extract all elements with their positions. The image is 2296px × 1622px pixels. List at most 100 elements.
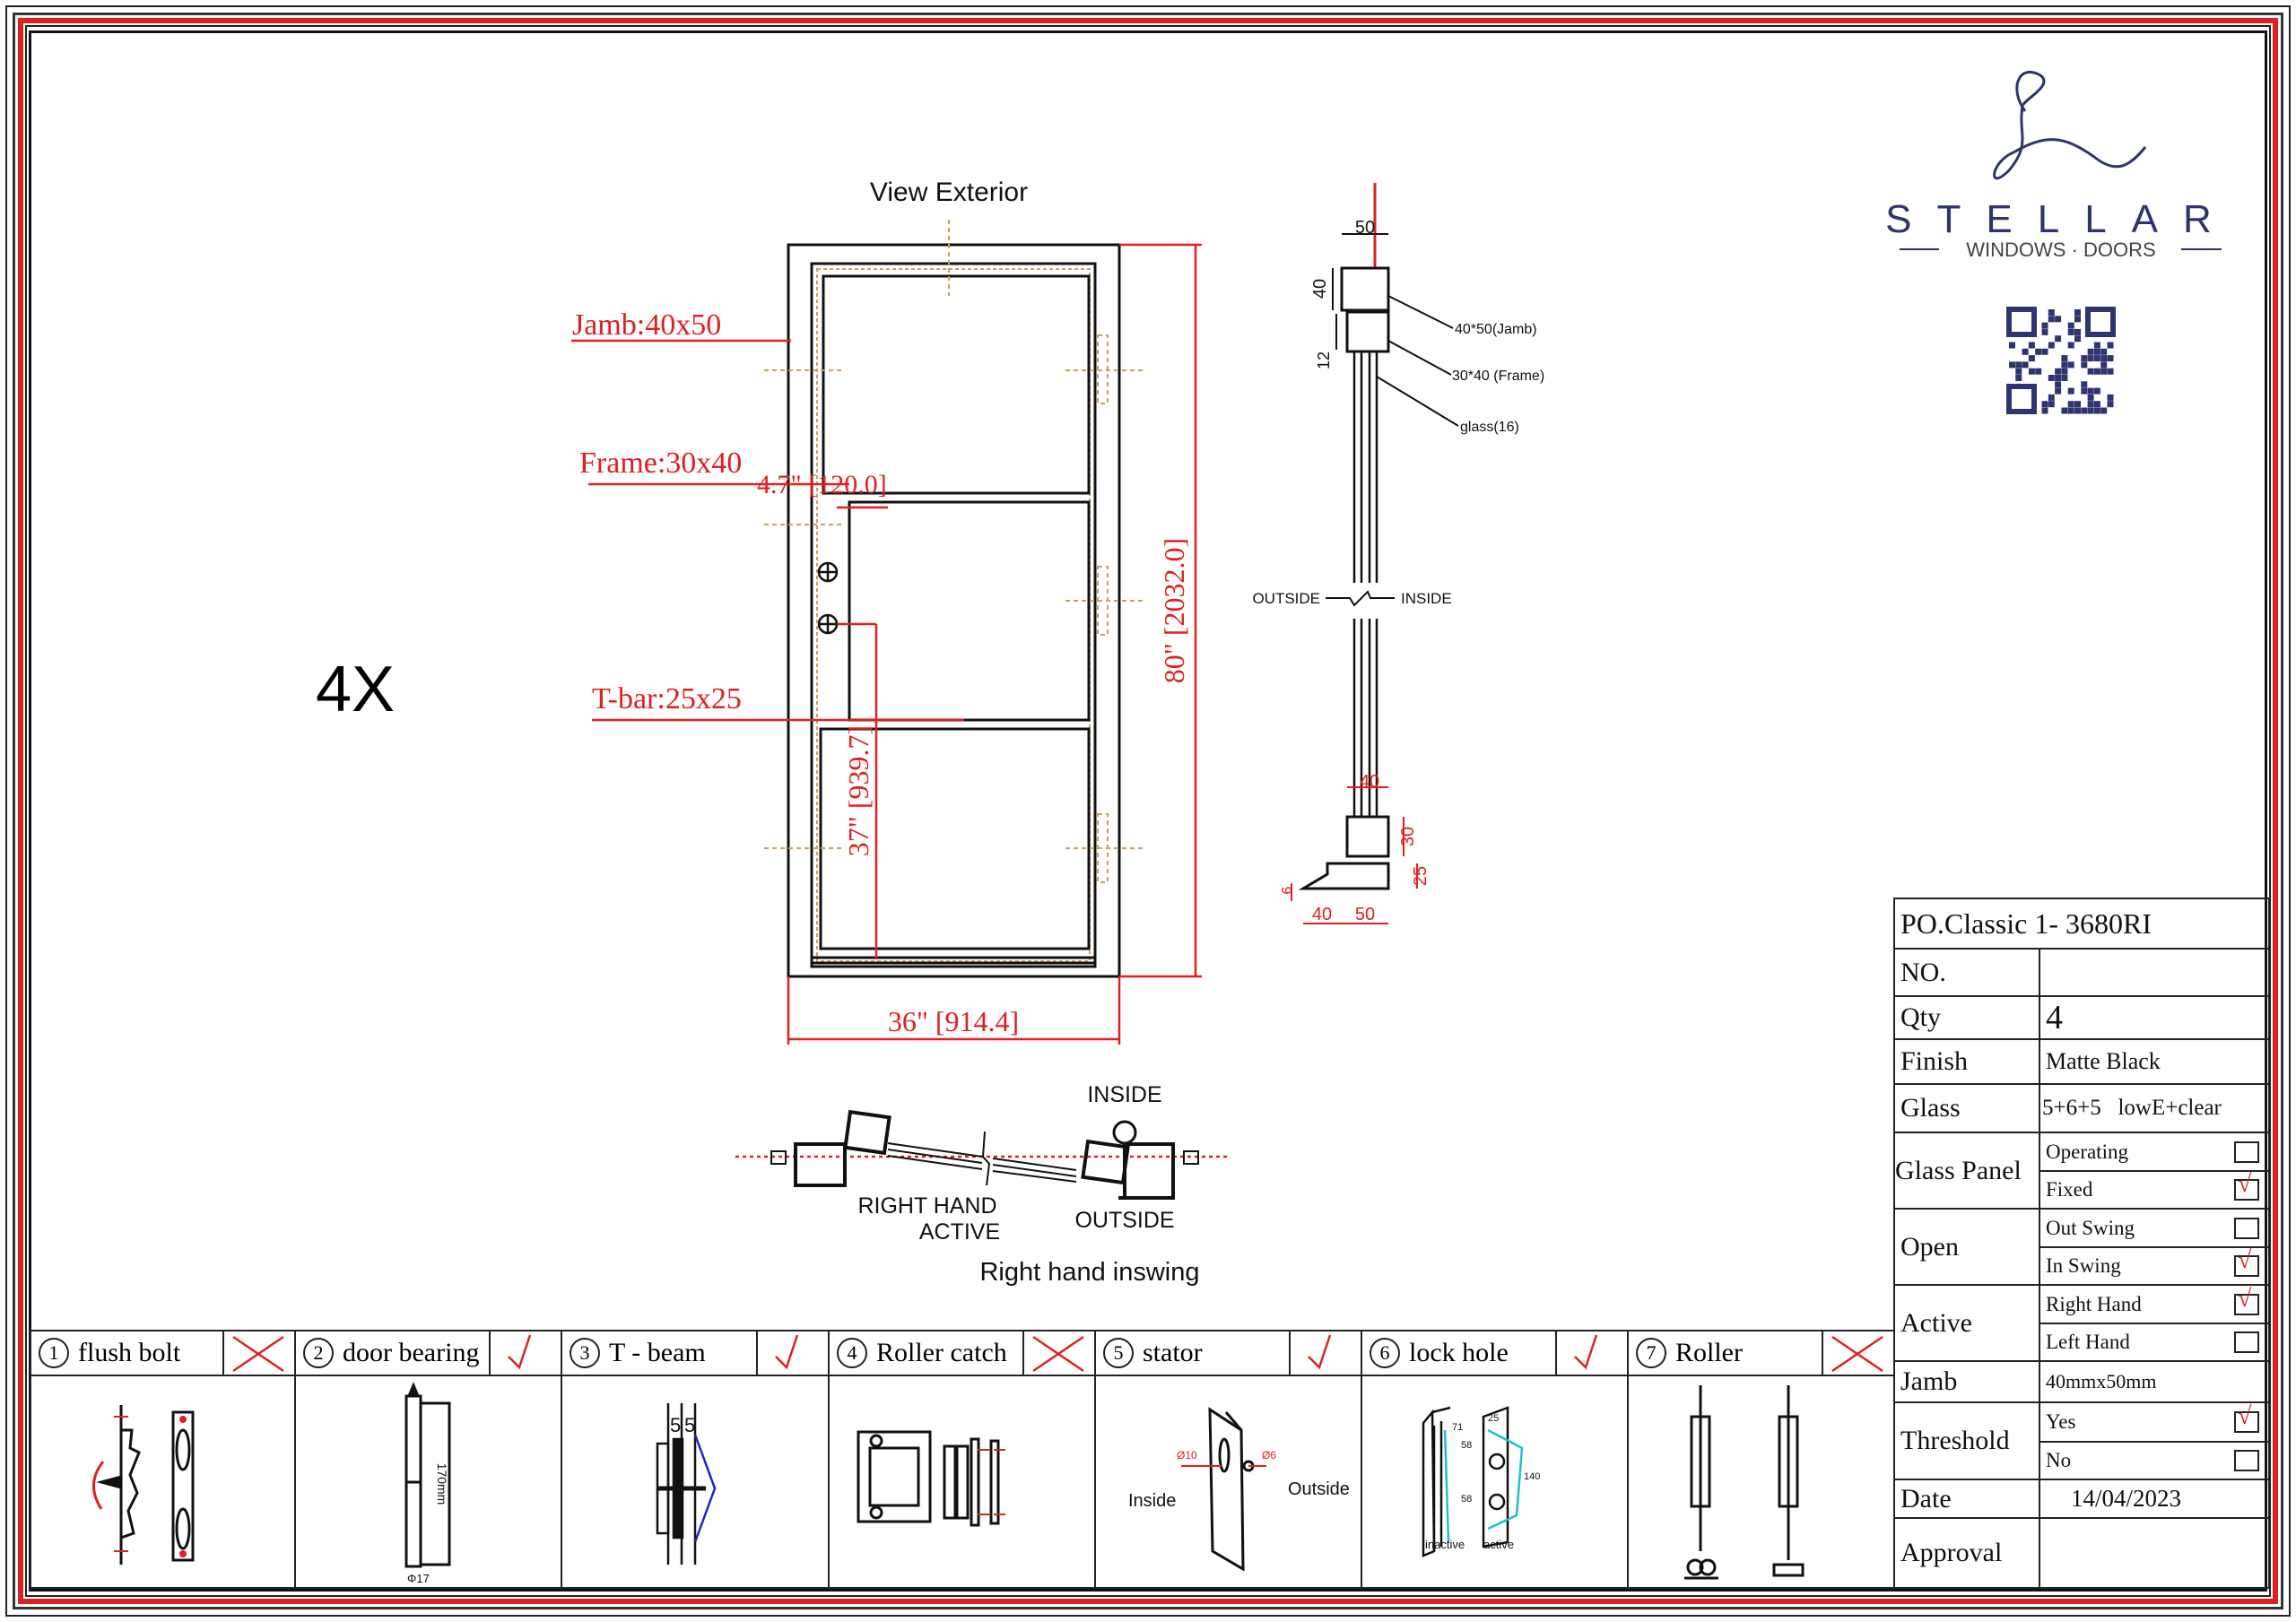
bearing-diameter: Φ17 <box>407 1572 430 1585</box>
checkbox[interactable] <box>2234 1402 2259 1433</box>
threshold-width-b: 50 <box>1355 905 1375 924</box>
qr-module <box>2074 309 2081 316</box>
checkbox[interactable] <box>2234 1217 2259 1239</box>
spec-date-value: 14/04/2023 <box>2039 1479 2270 1519</box>
section-jamb-height: 40 <box>1310 279 1330 299</box>
qr-module <box>2048 309 2055 316</box>
tbar-label: T-bar:25x25 <box>592 682 742 716</box>
sheet-border <box>13 13 2283 1609</box>
check-mark-icon[interactable] <box>756 1331 828 1375</box>
qr-module <box>2081 355 2088 362</box>
tbeam-dim-b: 5 <box>684 1414 695 1436</box>
qr-module <box>2067 361 2074 369</box>
door-elevation: View Exterior <box>764 178 1146 978</box>
option-right-hand[interactable]: Right Hand <box>2039 1284 2270 1324</box>
qr-module <box>2081 381 2088 388</box>
qr-module <box>2074 407 2081 414</box>
option-out-swing[interactable]: Out Swing <box>2039 1208 2270 1248</box>
roller-catch-illustration <box>828 1376 1096 1589</box>
qr-module <box>2041 348 2048 355</box>
checkbox[interactable] <box>2234 1331 2259 1353</box>
cross-mark-icon[interactable] <box>1822 1331 1893 1375</box>
qr-module <box>2055 335 2062 343</box>
checkbox[interactable] <box>2234 1285 2259 1315</box>
qr-module <box>2074 316 2081 323</box>
jamb-outline <box>787 243 1121 978</box>
bearing-length: 170mm <box>435 1463 449 1505</box>
item-number: 5 <box>1103 1338 1134 1368</box>
section-glass-offset: 12 <box>1315 351 1333 369</box>
item-label: T - beam <box>609 1338 706 1367</box>
item-label: Roller <box>1675 1338 1743 1367</box>
option-threshold-no[interactable]: No <box>2039 1441 2270 1480</box>
option-threshold-yes[interactable]: Yes <box>2039 1401 2270 1443</box>
qr-module <box>2061 355 2068 362</box>
stator-dia-2: Ø6 <box>1262 1449 1276 1462</box>
qr-module <box>2041 328 2048 335</box>
checkbox[interactable] <box>2234 1450 2259 1471</box>
option-label: Yes <box>2046 1410 2076 1433</box>
frame-hidden-line <box>816 268 1091 962</box>
item-number: 4 <box>837 1338 867 1368</box>
t-beam-illustration: 5 5 <box>561 1376 830 1589</box>
option-label: Left Hand <box>2046 1331 2130 1353</box>
qr-module <box>2061 375 2068 381</box>
option-in-swing[interactable]: In Swing <box>2039 1246 2270 1286</box>
spec-no-value[interactable] <box>2039 948 2270 997</box>
spec-approval-value[interactable] <box>2039 1517 2270 1589</box>
item-label: Roller catch <box>876 1338 1007 1367</box>
plan-active-line2: ACTIVE <box>919 1219 1000 1245</box>
spec-jamb-value: 40mmx50mm <box>2039 1360 2270 1403</box>
lock-hole-icon: 71 58 58 140 25 inactive active <box>1422 1406 1540 1557</box>
qr-module <box>2093 342 2100 349</box>
check-mark-icon[interactable] <box>1555 1331 1627 1375</box>
plan-inside-label: INSIDE <box>1087 1082 1161 1107</box>
qr-module <box>2093 348 2100 355</box>
glass-panel-top <box>822 274 1091 495</box>
qr-module <box>2028 342 2035 349</box>
qr-module <box>2048 401 2055 408</box>
qr-module <box>2055 387 2062 395</box>
swing-plan-labels: INSIDE RIGHT HAND ACTIVE OUTSIDE Right h… <box>857 1082 1199 1287</box>
option-left-hand[interactable]: Left Hand <box>2039 1323 2270 1362</box>
frame-outline <box>810 262 1097 968</box>
check-mark-icon[interactable] <box>489 1331 561 1375</box>
stator-icon: Ø10 Ø6 Inside Outside <box>1128 1407 1350 1572</box>
item-number: 7 <box>1636 1338 1666 1368</box>
handle-height-dimension: 37" [939.7] <box>842 725 874 856</box>
qr-module <box>2087 394 2094 401</box>
jamb-callout: 40*50(Jamb) <box>1455 322 1537 337</box>
elevation-dimensions <box>571 243 1202 1045</box>
cross-mark-icon[interactable] <box>222 1331 294 1375</box>
option-label: In Swing <box>2046 1254 2121 1277</box>
cross-mark-icon[interactable] <box>1022 1331 1094 1375</box>
qr-module <box>2067 328 2074 335</box>
spec-jamb-label: Jamb <box>1893 1360 2040 1403</box>
qr-module <box>2074 335 2081 343</box>
hinge-centerlines <box>764 220 1146 883</box>
checkbox[interactable] <box>2234 1246 2259 1277</box>
option-fixed[interactable]: Fixed <box>2039 1170 2270 1210</box>
qr-module <box>2081 361 2088 369</box>
qr-module <box>2100 407 2108 414</box>
qr-module <box>2100 355 2108 362</box>
t-beam-icon: 5 5 <box>656 1403 717 1565</box>
checkbox[interactable] <box>2234 1170 2259 1201</box>
check-mark-icon[interactable] <box>1289 1331 1361 1375</box>
qr-module <box>2093 401 2100 408</box>
qr-module <box>2055 375 2062 381</box>
roller-catch-icon <box>857 1430 1005 1527</box>
spec-no-label: NO. <box>1893 948 2040 997</box>
qr-module <box>2100 368 2108 375</box>
lock-inactive-label: inactive <box>1425 1538 1465 1551</box>
glass-callout: glass(16) <box>1460 420 1519 435</box>
qr-module <box>2048 394 2055 401</box>
width-dimension: 36" [914.4] <box>888 1005 1019 1037</box>
option-operating[interactable]: Operating <box>2039 1132 2270 1172</box>
checkbox[interactable] <box>2234 1141 2259 1163</box>
sill-height-dim: 30 <box>1398 827 1418 846</box>
qr-module <box>2015 361 2022 369</box>
item-number: 6 <box>1370 1338 1400 1368</box>
